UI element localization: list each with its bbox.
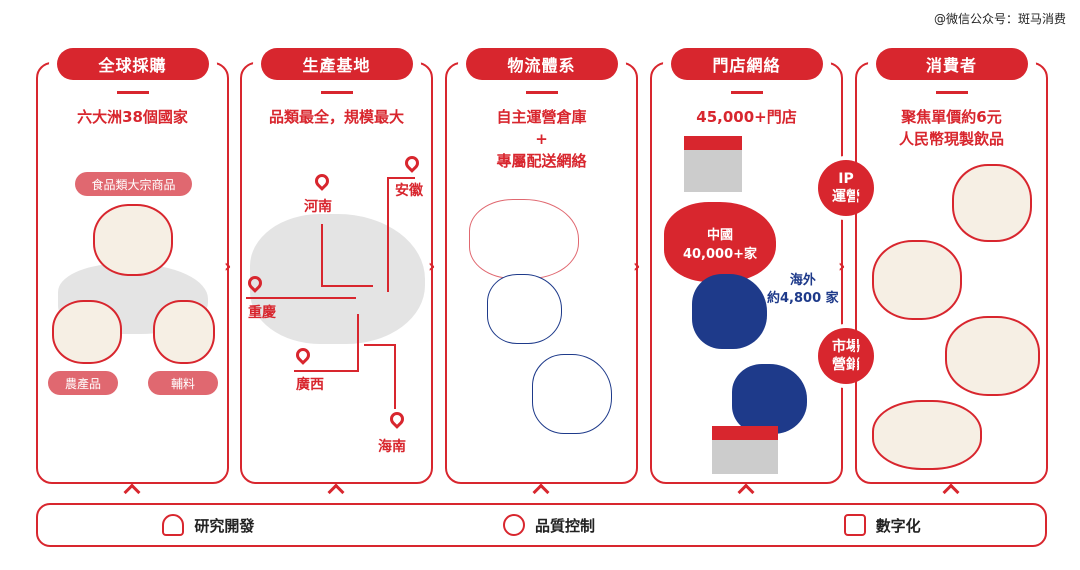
mascot-image xyxy=(93,204,173,276)
foundation-label: 品質控制 xyxy=(534,516,595,535)
china-map: 中國 40,000+家 xyxy=(664,202,776,282)
tag-agricultural: 農產品 xyxy=(48,371,118,395)
panel-logistics: 物流體系 自主運營倉庫 + 專屬配送網絡 xyxy=(445,48,638,484)
badge-line: 運營 xyxy=(832,189,860,205)
china-label: 中國 xyxy=(706,228,733,243)
foundation-rnd: 研究開發 xyxy=(162,514,254,536)
divider xyxy=(935,91,968,94)
location-pin-icon xyxy=(387,409,407,429)
ip-operation-badge: IP 運營 xyxy=(818,160,874,216)
mascot-image xyxy=(52,300,122,364)
panel-title: 門店網絡 xyxy=(670,48,823,80)
mascot-drink-image xyxy=(872,240,962,320)
panel-production: 生產基地 品類最全，規模最大 河南 安徽 重慶 廣西 海南 xyxy=(240,48,433,484)
foundation-digital: 數字化 xyxy=(843,514,921,536)
location-anhui: 安徽 xyxy=(395,183,423,199)
tag-auxiliary: 輔料 xyxy=(148,371,218,395)
panel-consumers: 消費者 聚焦單價約6元 人民幣現製飲品 xyxy=(855,48,1048,484)
panel-global-sourcing: 全球採購 六大洲38個國家 食品類大宗商品 農產品 輔料 xyxy=(36,48,229,484)
subtitle-line: 自主運營倉庫 xyxy=(496,108,587,126)
mascot-tea-image xyxy=(945,316,1040,396)
divider xyxy=(730,91,763,94)
chevron-right-icon: › xyxy=(428,256,436,277)
location-pin-icon xyxy=(312,171,332,191)
badge-line: 營銷 xyxy=(832,357,860,373)
australia-map xyxy=(732,364,807,434)
quality-magnifier-icon xyxy=(502,514,525,536)
watermark: @微信公众号：斑马消费 xyxy=(933,12,1066,26)
foundation-quality: 品質控制 xyxy=(502,514,595,536)
divider xyxy=(525,91,558,94)
overseas-count: 約4,800 家 xyxy=(767,291,839,306)
mascot-icecream-image xyxy=(952,164,1032,242)
mascot-image xyxy=(153,300,215,364)
microscope-icon xyxy=(162,514,185,536)
tag-bulk-food: 食品類大宗商品 xyxy=(75,172,192,196)
panel-title: 全球採購 xyxy=(56,48,209,80)
panel-title: 生產基地 xyxy=(260,48,413,80)
overseas-label: 海外 約4,800 家 xyxy=(767,272,839,308)
laptop-icon xyxy=(843,514,866,536)
overseas-label-text: 海外 xyxy=(789,273,816,288)
chevron-up-icon xyxy=(123,483,141,501)
chevron-up-icon xyxy=(327,483,345,501)
panel-subtitle: 自主運營倉庫 + 專屬配送網絡 xyxy=(447,106,636,172)
mascot-coffee-image xyxy=(872,400,982,470)
location-guangxi: 廣西 xyxy=(296,377,324,393)
china-outline-map xyxy=(469,199,579,279)
chevron-right-icon: › xyxy=(224,256,232,277)
chevron-right-icon: › xyxy=(633,256,641,277)
subtitle-line: 專屬配送網絡 xyxy=(496,152,587,170)
divider xyxy=(116,91,149,94)
store-image xyxy=(712,426,778,474)
sea-outline-map xyxy=(487,274,562,344)
badge-line: 市場 xyxy=(832,339,860,355)
location-chongqing: 重慶 xyxy=(248,305,276,321)
foundation-bar: 研究開發 品質控制 數字化 xyxy=(36,503,1047,547)
divider xyxy=(320,91,353,94)
location-hainan: 海南 xyxy=(378,439,406,455)
badge-line: IP xyxy=(838,171,854,187)
panel-subtitle: 45,000+門店 xyxy=(696,108,797,126)
china-map xyxy=(250,214,425,344)
panel-subtitle: 聚焦單價約6元 人民幣現製飲品 xyxy=(857,106,1046,150)
chevron-up-icon xyxy=(737,483,755,501)
location-pin-icon xyxy=(402,153,422,173)
foundation-label: 數字化 xyxy=(875,516,921,535)
chevron-up-icon xyxy=(942,483,960,501)
china-count: 40,000+家 xyxy=(682,247,758,262)
subtitle-line: 人民幣現製飲品 xyxy=(898,130,1004,148)
chevron-right-icon: › xyxy=(838,256,846,277)
location-pin-icon xyxy=(293,345,313,365)
sea-map xyxy=(692,274,767,349)
foundation-label: 研究開發 xyxy=(194,516,255,535)
subtitle-line: 聚焦單價約6元 xyxy=(901,108,1002,126)
marketing-badge: 市場營銷 xyxy=(818,328,874,384)
panel-title: 消費者 xyxy=(875,48,1028,80)
panel-title: 物流體系 xyxy=(465,48,618,80)
subtitle-line: + xyxy=(535,130,548,148)
panel-subtitle: 品類最全，規模最大 xyxy=(268,108,404,126)
panel-subtitle: 六大洲38個國家 xyxy=(77,108,188,126)
location-henan: 河南 xyxy=(304,199,332,215)
australia-outline-map xyxy=(532,354,612,434)
panel-store-network: 門店網絡 45,000+門店 中國 40,000+家 海外 約4,800 家 xyxy=(650,48,843,484)
store-image xyxy=(684,136,742,192)
chevron-up-icon xyxy=(532,483,550,501)
